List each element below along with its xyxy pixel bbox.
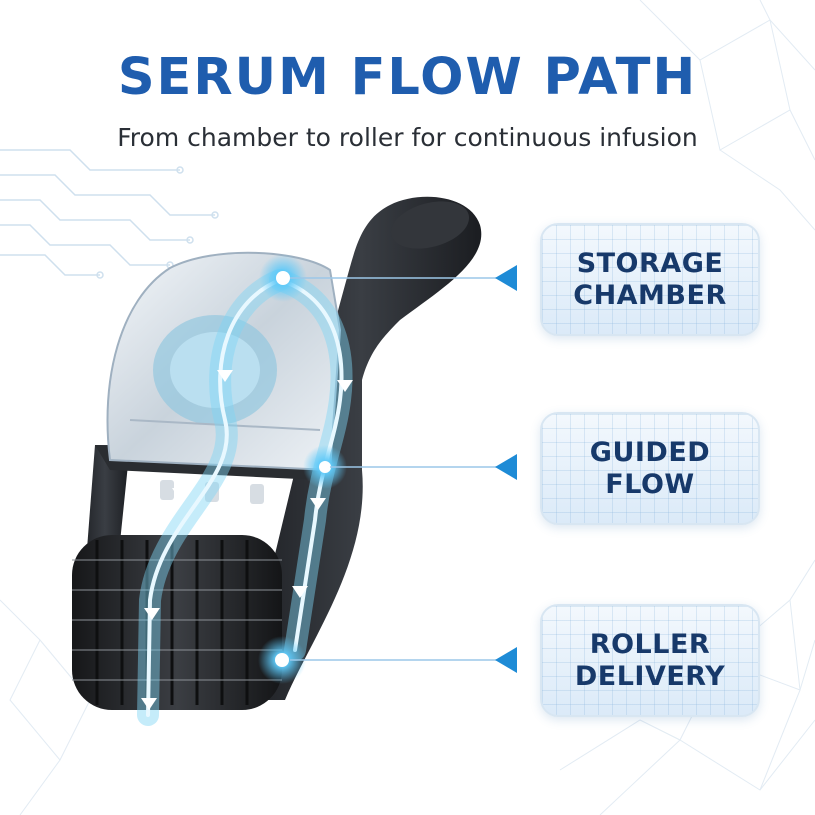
pointer-arrow-icon <box>495 647 517 673</box>
callout-label: ROLLER DELIVERY <box>574 628 726 692</box>
callout-label: GUIDED FLOW <box>589 436 711 500</box>
card-grid-pattern <box>542 414 758 523</box>
page-title: SERUM FLOW PATH <box>117 48 698 107</box>
card-grid-pattern <box>542 225 758 334</box>
pointer-arrow-icon <box>495 454 517 480</box>
callout-storage-chamber: STORAGE CHAMBER <box>540 223 760 336</box>
pointer-arrow-icon <box>495 265 517 291</box>
callout-guided-flow: GUIDED FLOW <box>540 412 760 525</box>
serum-chamber <box>106 251 342 472</box>
page-subtitle: From chamber to roller for continuous in… <box>117 123 698 152</box>
card-grid-pattern <box>542 606 758 715</box>
callout-roller-delivery: ROLLER DELIVERY <box>540 604 760 717</box>
callout-label: STORAGE CHAMBER <box>573 247 727 311</box>
flow-glow-points <box>258 254 347 684</box>
